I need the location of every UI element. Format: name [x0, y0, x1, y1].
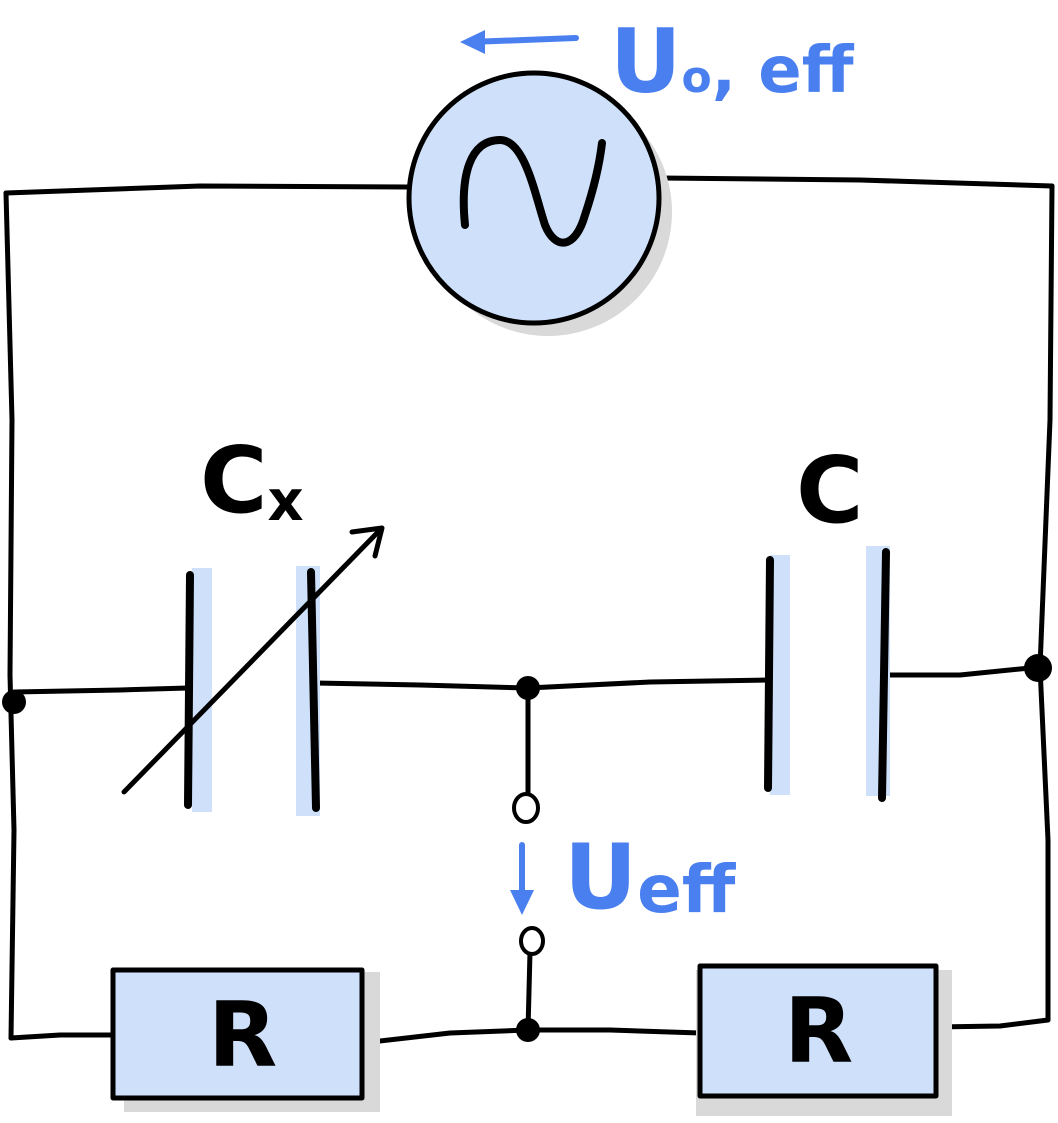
source-voltage-suffix: , eff	[712, 34, 855, 108]
wire-top-left	[3, 183, 411, 196]
ac-voltage-source	[406, 70, 672, 336]
cx-plate-left-highlight	[192, 568, 212, 812]
junction-dots	[2, 654, 1052, 1042]
cx-label-subscript: x	[268, 469, 304, 534]
adjustable-arrow-icon	[121, 529, 381, 795]
wire-right-vertical	[1037, 183, 1055, 1023]
fixed-capacitor: C	[764, 437, 890, 802]
resistor-right-body	[697, 963, 939, 1099]
cx-label-symbol: C	[200, 427, 268, 534]
cx-plate-right	[307, 568, 320, 812]
wire-bottom-left	[8, 1032, 116, 1041]
c-plate-right	[878, 548, 890, 802]
junction-center-bottom	[516, 1018, 540, 1042]
adjustable-arrowhead	[349, 525, 385, 559]
output-voltage-subscript: eff	[637, 851, 737, 928]
wire-measure-bottom	[525, 949, 533, 1033]
output-voltage-symbol: U	[564, 825, 637, 930]
c-plate-left-highlight	[770, 555, 790, 795]
wire-middle-right	[883, 664, 1043, 678]
resistor-right-label: R	[784, 979, 853, 1084]
resistor-left-body	[110, 967, 365, 1101]
output-voltage-annotation: Ueff	[510, 825, 737, 930]
resistor-right: R	[696, 963, 952, 1116]
source-voltage-arrow	[467, 35, 579, 45]
source-voltage-annotation: Uo, eff	[460, 10, 855, 113]
terminal-top	[512, 792, 540, 824]
source-voltage-label: Uo, eff	[610, 10, 855, 113]
wire-left-vertical	[3, 190, 17, 1041]
cx-plate-left	[184, 571, 194, 809]
junction-left	[2, 690, 26, 714]
source-voltage-symbol: U	[610, 10, 681, 113]
source-voltage-subscript: o	[681, 52, 711, 103]
sine-wave-icon	[459, 136, 606, 247]
wire-middle-left	[11, 685, 191, 695]
junction-right	[1024, 654, 1052, 682]
wire-top-right	[657, 175, 1055, 189]
junction-center-top	[516, 676, 540, 700]
resistor-left-label: R	[208, 983, 277, 1088]
source-voltage-arrowhead	[460, 30, 485, 54]
cx-label: Cx	[200, 427, 304, 534]
c-label: C	[796, 437, 864, 544]
output-voltage-label: Ueff	[564, 825, 737, 930]
c-plate-left	[764, 556, 774, 792]
output-voltage-arrowhead	[510, 890, 534, 915]
wire-bottom-right	[932, 1017, 1051, 1030]
measurement-terminals	[512, 792, 545, 956]
wire-middle-center	[312, 677, 771, 691]
resistor-left: R	[110, 967, 380, 1112]
variable-capacitor: Cx	[121, 427, 385, 816]
terminal-bottom	[519, 926, 545, 956]
